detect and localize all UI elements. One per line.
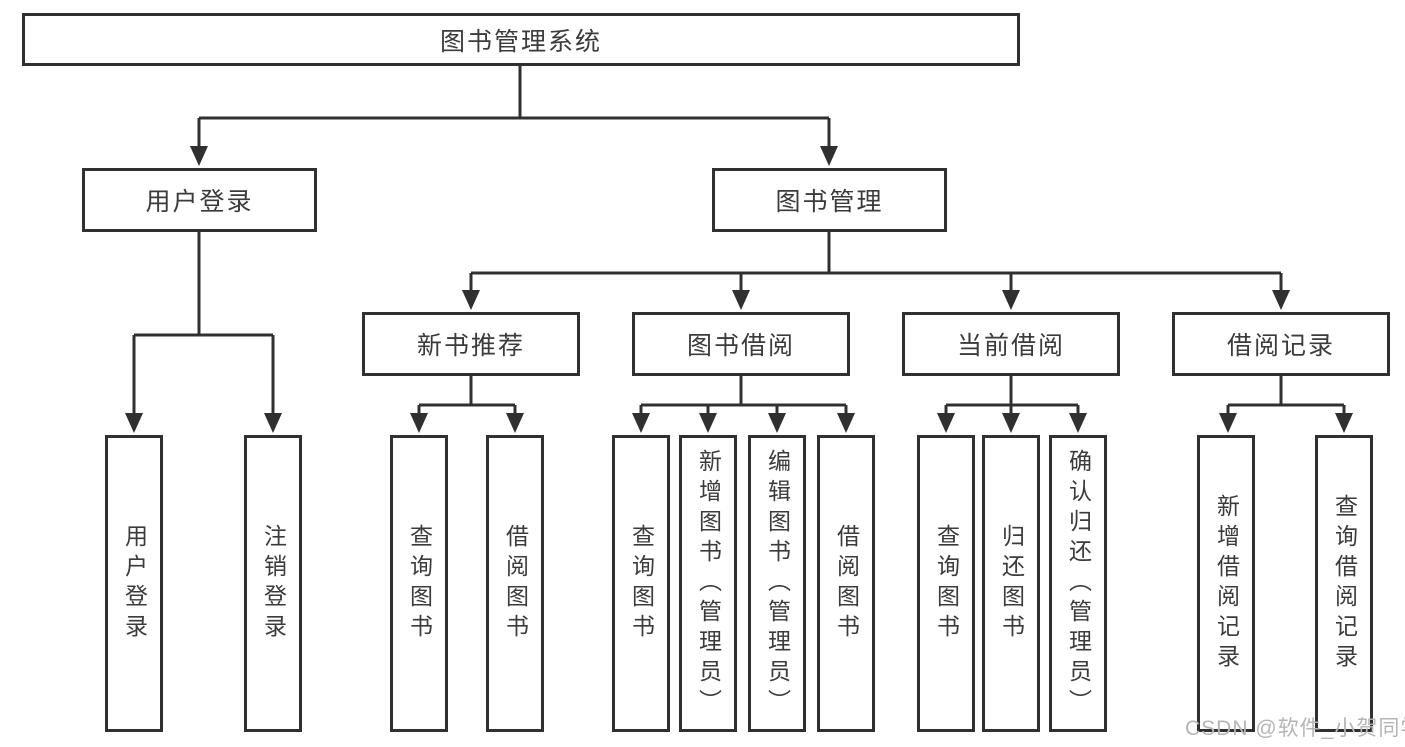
leaf-return-book: 归还图书 [982,435,1040,732]
arrow-down-icon [1069,413,1087,433]
node-root: 图书管理系统 [22,13,1020,66]
node-borrow-records: 借阅记录 [1172,312,1390,376]
arrow-down-icon [1335,413,1353,433]
connector-borrow-records-children [1226,376,1346,417]
arrow-down-icon [699,413,717,433]
arrow-down-icon [937,413,955,433]
arrow-down-icon [190,146,208,166]
leaf-confirm-return-admin: 确认归还（管理员） [1049,435,1107,732]
node-borrow-records-label: 借阅记录 [1226,332,1335,360]
leaf-query-book-borrow-label: 查询图书 [628,523,655,644]
leaf-borrow-book-recommend: 借阅图书 [486,435,544,732]
leaf-borrow-book-recommend-label: 借阅图书 [502,523,529,644]
leaf-user-login-label: 用户登录 [121,523,148,644]
arrow-down-icon [732,290,750,310]
arrowheads [125,146,1353,433]
node-current-borrow-label: 当前借阅 [956,332,1065,360]
leaf-logout-label: 注销登录 [260,523,287,644]
csdn-watermark: CSDN @软件_小贺同学 [1185,717,1405,740]
leaf-logout: 注销登录 [244,435,302,732]
leaf-add-book-admin-label: 新增图书（管理员） [695,448,722,719]
leaf-edit-book-admin: 编辑图书（管理员） [748,435,806,732]
node-user-login: 用户登录 [82,168,317,232]
arrow-down-icon [506,413,524,433]
arrow-down-icon [837,413,855,433]
leaf-add-borrow-record-label: 新增借阅记录 [1213,493,1240,674]
arrow-down-icon [125,413,143,433]
arrow-down-icon [1002,413,1020,433]
node-user-login-label: 用户登录 [145,188,254,216]
node-book-borrow: 图书借阅 [632,312,850,376]
leaf-query-borrow-record-label: 查询借阅记录 [1331,493,1358,674]
node-new-book-recommend: 新书推荐 [362,312,580,376]
leaf-query-borrow-record: 查询借阅记录 [1315,435,1373,732]
arrow-down-icon [462,290,480,310]
arrow-down-icon [768,413,786,433]
node-root-label: 图书管理系统 [439,27,602,56]
node-new-book-recommend-label: 新书推荐 [416,332,525,360]
leaf-add-book-admin: 新增图书（管理员） [679,435,737,732]
leaf-borrow-book: 借阅图书 [817,435,875,732]
leaf-edit-book-admin-label: 编辑图书（管理员） [764,448,791,719]
leaf-query-book-current-label: 查询图书 [933,523,960,644]
connector-book-management-children [469,232,1283,294]
leaf-confirm-return-admin-label: 确认归还（管理员） [1065,448,1092,719]
leaf-borrow-book-label: 借阅图书 [833,523,860,644]
leaf-query-book-current: 查询图书 [917,435,975,732]
arrow-down-icon [1272,290,1290,310]
node-book-borrow-label: 图书借阅 [686,332,795,360]
leaf-query-book-recommend: 查询图书 [390,435,448,732]
arrow-down-icon [410,413,428,433]
arrow-down-icon [264,413,282,433]
connector-root-to-level1 [197,66,831,149]
leaf-user-login: 用户登录 [105,435,163,732]
arrow-down-icon [1002,290,1020,310]
leaf-add-borrow-record: 新增借阅记录 [1197,435,1255,732]
leaf-query-book-recommend-label: 查询图书 [406,523,433,644]
connector-book-borrow-children [639,376,848,417]
connector-new-book-recommend-children [417,376,517,417]
arrow-down-icon [632,413,650,433]
leaf-return-book-label: 归还图书 [998,523,1025,644]
connector-user-login-children [132,232,275,417]
leaf-query-book-borrow: 查询图书 [612,435,670,732]
node-book-management-label: 图书管理 [775,188,884,216]
connector-current-borrow-children [944,376,1080,417]
node-current-borrow: 当前借阅 [902,312,1120,376]
arrow-down-icon [820,146,838,166]
arrow-down-icon [1219,413,1237,433]
node-book-management: 图书管理 [712,168,947,232]
